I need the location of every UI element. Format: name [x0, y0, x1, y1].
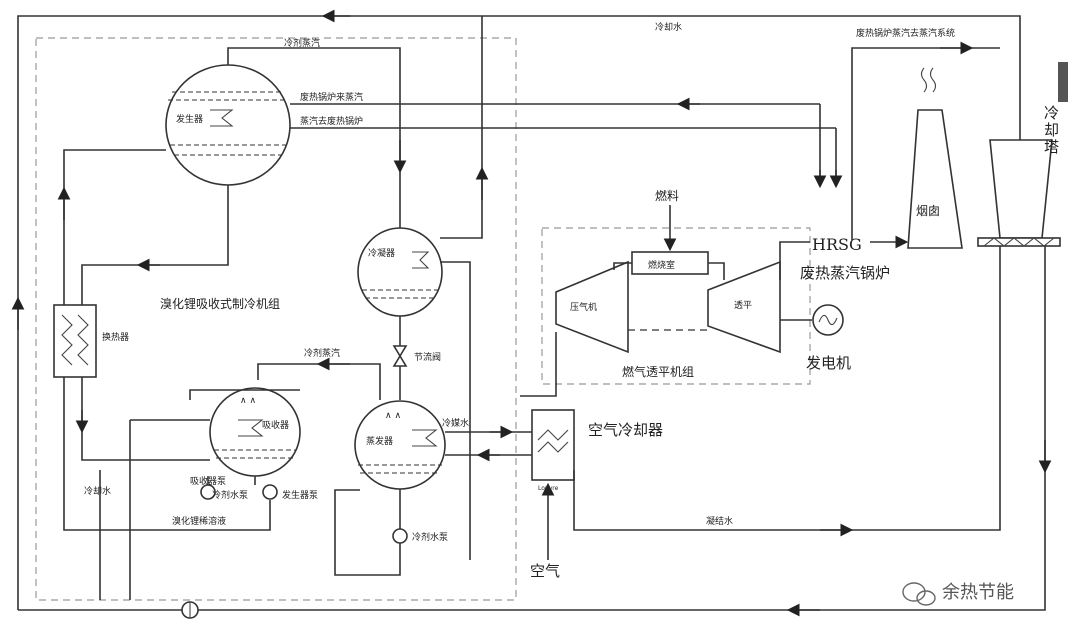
label-heat-exchanger: 换热器 — [102, 331, 129, 343]
refrigerant-pump-icon — [392, 528, 408, 544]
heat-exchanger — [53, 304, 97, 378]
label-chilled-water: 冷媒水 — [442, 417, 469, 429]
label-absorber-pump: 吸收器泵 — [190, 475, 226, 487]
turbine — [707, 260, 781, 354]
label-lithium-bromide-unit: 溴化锂吸收式制冷机组 — [160, 296, 280, 311]
cooling-tower — [977, 62, 1068, 247]
chimney — [907, 67, 963, 249]
label-refrigerant-vapor-top: 冷剂蒸汽 — [284, 37, 320, 49]
gas-turbine-boundary — [541, 227, 811, 385]
hx-to-gen-line — [63, 149, 166, 305]
label-absorber: 吸收器 — [262, 419, 289, 431]
label-refrigerant-vapor-mid: 冷剂蒸汽 — [304, 347, 340, 359]
label-electric-generator: 发电机 — [806, 354, 851, 372]
label-cooler-note: Louvre — [538, 485, 559, 492]
chiller-unit-boundary — [35, 37, 517, 601]
wechat-icon — [902, 582, 936, 606]
label-chimney: 烟囱 — [916, 204, 940, 218]
gen-to-hx-line — [81, 185, 229, 305]
label-condensate: 凝结水 — [706, 515, 733, 527]
air-cooler — [520, 332, 575, 481]
label-hrsg: HRSG — [812, 235, 862, 254]
refrigerant-vapor-top-line — [227, 47, 401, 228]
absorber-spray-line — [189, 389, 300, 400]
label-steam-to-hrsg: 蒸汽去废热锅炉 — [300, 115, 363, 127]
label-cooling-tower: 冷却塔 — [1044, 104, 1059, 156]
label-fuel: 燃料 — [655, 188, 679, 203]
label-hrsg-cn: 废热蒸汽锅炉 — [800, 264, 890, 282]
svg-text:∧ ∧: ∧ ∧ — [385, 411, 401, 421]
label-gas-turbine-unit: 燃气透平机组 — [622, 364, 694, 379]
label-steam-from-hrsg: 废热锅炉来蒸汽 — [300, 91, 363, 103]
svg-text:∧ ∧: ∧ ∧ — [240, 396, 256, 406]
throttle-valve-icon — [392, 345, 408, 358]
exhaust-line — [779, 241, 810, 280]
generator-pump-icon — [262, 484, 278, 500]
label-combustor: 燃烧室 — [648, 259, 675, 271]
label-throttle-valve: 节流阀 — [414, 351, 441, 363]
condenser-vessel — [357, 227, 443, 317]
label-condenser: 冷凝器 — [368, 247, 395, 259]
condensate-line — [573, 246, 1001, 531]
label-air-cooler: 空气冷却器 — [588, 421, 663, 439]
label-generator: 发生器 — [176, 113, 203, 125]
label-libr-solution: 溴化锂稀溶液 — [172, 515, 226, 527]
label-compressor: 压气机 — [570, 301, 597, 313]
label-generator-pump: 发生器泵 — [282, 489, 318, 501]
label-evaporator: 蒸发器 — [366, 435, 393, 447]
generator-vessel — [165, 64, 291, 186]
cooling-water-loop — [11, 9, 1052, 619]
compressor — [555, 260, 629, 354]
label-steam-to-system: 废热锅炉蒸汽去蒸汽系统 — [856, 27, 955, 39]
label-cooling-water-top: 冷却水 — [655, 21, 682, 33]
label-cooling-water-left: 冷却水 — [84, 485, 111, 497]
label-cooling-tower-group: 冷却塔 — [1044, 104, 1059, 156]
gas-turbine — [555, 205, 844, 354]
watermark-text: 余热节能 — [942, 582, 1014, 603]
cw-condenser-in — [440, 261, 471, 560]
watermark: 余热节能 — [902, 582, 1014, 606]
label-turbine: 透平 — [734, 300, 752, 311]
absorber-vessel: ∧ ∧ — [209, 387, 301, 477]
label-refrigerant-pump-small: 冷剂水泵 — [212, 489, 248, 501]
label-air: 空气 — [530, 562, 560, 580]
label-refrigerant-pump: 冷剂水泵 — [412, 531, 448, 543]
cw-condenser-out — [440, 16, 483, 239]
